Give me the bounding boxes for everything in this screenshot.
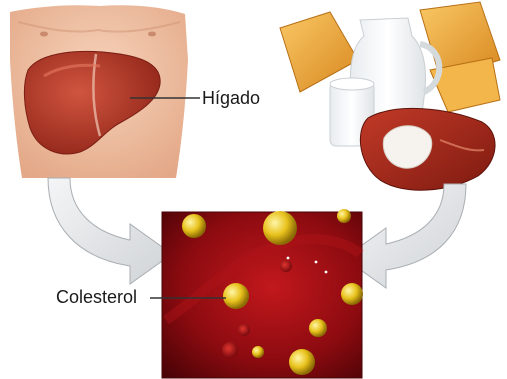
curved-arrow-left	[48, 178, 172, 284]
cholesterol-particle	[289, 349, 315, 375]
cholesterol-particle	[223, 283, 249, 309]
cholesterol-particle	[309, 319, 327, 337]
dairy-and-meat-foods-illustration	[280, 2, 500, 190]
left-nipple	[40, 32, 48, 37]
sparkle-dot	[325, 271, 328, 274]
sparkle-dot	[287, 257, 290, 260]
blood-cell	[238, 324, 250, 336]
cholesterol-label: Colesterol	[56, 287, 137, 308]
cholesterol-particle	[182, 214, 206, 238]
cholesterol-particle	[341, 283, 363, 305]
cholesterol-particle	[337, 209, 351, 223]
right-nipple	[148, 32, 156, 37]
cholesterol-particle	[252, 346, 264, 358]
liver-label: Hígado	[202, 88, 260, 109]
sparkle-dot	[315, 261, 318, 264]
milk-glass-top	[330, 78, 374, 90]
blood-cell	[280, 260, 292, 272]
cholesterol-particle	[263, 211, 297, 245]
torso-with-liver-illustration	[10, 5, 188, 178]
blood-vessel-with-cholesterol-illustration	[162, 209, 363, 378]
blood-cell	[222, 342, 238, 358]
